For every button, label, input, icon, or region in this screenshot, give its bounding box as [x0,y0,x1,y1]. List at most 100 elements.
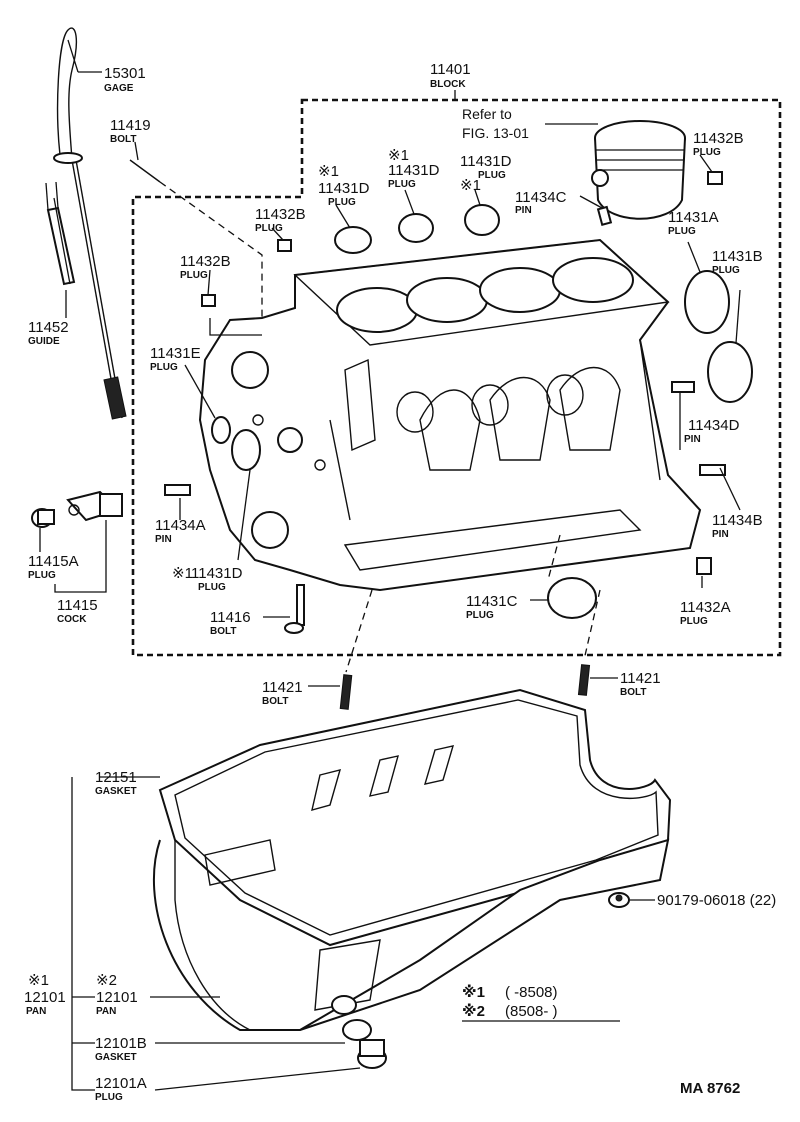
callout-11431d-2: ※1 11431D PLUG [388,147,440,190]
svg-text:BOLT: BOLT [110,134,136,145]
svg-text:※1: ※1 [460,177,481,194]
svg-text:PIN: PIN [155,534,172,545]
callout-11415a: 11415A PLUG [28,553,79,581]
callout-11452: 11452 GUIDE [28,319,69,347]
cylinder-block-icon [198,238,702,592]
svg-text:11432B: 11432B [255,206,306,223]
callout-11432b-middle: 11432B PLUG [255,206,306,234]
callout-11431b: 11431B PLUG [712,248,763,276]
bolt-11416-icon [284,584,305,634]
dipstick-guide-icon [45,181,76,286]
svg-text:12101B: 12101B [95,1035,147,1052]
callout-11431d-4: ※1 11431D PLUG [172,565,243,593]
svg-text:※1: ※1 [28,972,49,989]
cup-plug-11431d-icon [334,204,500,254]
nut-90179-icon [608,892,630,908]
svg-text:11419: 11419 [110,117,151,134]
callout-11431d-1: ※1 11431D PLUG [318,163,370,208]
svg-text:PIN: PIN [712,529,729,540]
oil-pan-icon [152,688,672,1031]
svg-text:PLUG: PLUG [466,610,494,621]
svg-text:PLUG: PLUG [328,197,356,208]
svg-text:PLUG: PLUG [255,223,283,234]
svg-text:BOLT: BOLT [210,626,236,637]
svg-text:GUIDE: GUIDE [28,336,60,347]
svg-text:Refer to: Refer to [462,106,512,122]
svg-text:11401: 11401 [430,61,471,78]
callout-90179: 90179-06018 (22) [657,892,776,909]
svg-text:GASKET: GASKET [95,786,137,797]
svg-text:PLUG: PLUG [693,147,721,158]
svg-text:PLUG: PLUG [712,265,740,276]
pin-11434a-icon [164,484,191,496]
svg-text:COCK: COCK [57,614,87,625]
callout-12101-1: ※1 12101 PAN [24,972,66,1017]
svg-text:GASKET: GASKET [95,1052,137,1063]
svg-text:11431A: 11431A [668,209,719,226]
callout-11421-right: 11421 BOLT [620,670,661,698]
plug-11432a-icon [696,557,712,575]
callout-12151: 12151 GASKET [95,769,137,797]
svg-text:12151: 12151 [95,769,137,786]
svg-text:BOLT: BOLT [262,696,288,707]
svg-text:15301: 15301 [104,65,146,82]
svg-text:※2: ※2 [96,972,117,989]
svg-text:11431D: 11431D [191,565,243,582]
svg-text:BLOCK: BLOCK [430,79,466,90]
callout-11434c: 11434C PIN [515,189,567,216]
legend-mark-2: ※2 [462,1002,485,1020]
svg-text:11431B: 11431B [712,248,763,265]
svg-text:PLUG: PLUG [95,1092,123,1103]
dipstick-gage-icon [53,27,127,420]
figure-code: MA 8762 [680,1080,740,1097]
svg-text:11416: 11416 [210,609,251,626]
svg-text:12101: 12101 [24,989,66,1006]
svg-text:11431E: 11431E [150,345,201,362]
svg-text:11432B: 11432B [693,130,744,147]
callout-11416: 11416 BOLT [210,609,251,637]
leader-lines [39,39,741,1091]
drain-plug-11415a-icon [31,508,55,528]
legend-text-1: ( -8508) [505,984,558,1001]
cup-plug-11431e-icon [211,416,231,444]
svg-text:PAN: PAN [26,1006,46,1017]
svg-text:PLUG: PLUG [150,362,178,373]
svg-text:PLUG: PLUG [180,270,208,281]
callout-11415: 11415 COCK [57,597,98,625]
legend: ※1 ( -8508) ※2 (8508- ) [462,983,558,1020]
callout-11434a: 11434A PIN [155,517,206,545]
svg-text:11415A: 11415A [28,553,79,570]
svg-text:FIG. 13-01: FIG. 13-01 [462,125,529,141]
svg-text:PLUG: PLUG [478,170,506,181]
callout-11434d: 11434D PIN [684,417,740,445]
callout-11431e: 11431E PLUG [150,345,201,373]
svg-text:12101: 12101 [96,989,138,1006]
svg-text:PLUG: PLUG [668,226,696,237]
callout-11401: 11401 BLOCK [430,61,471,90]
svg-text:PIN: PIN [515,205,532,216]
callout-11431a: 11431A PLUG [668,209,719,237]
svg-text:11421: 11421 [620,670,661,687]
svg-text:PIN: PIN [684,434,701,445]
bolt-11419-icon [129,159,263,320]
cup-plug-11431a-icon [684,270,730,334]
cup-plug-11431b-icon [707,341,753,403]
svg-text:11431D: 11431D [388,162,440,179]
svg-text:11434B: 11434B [712,512,763,529]
svg-text:11432A: 11432A [680,599,731,616]
drain-gasket-12101b-icon [342,1019,372,1041]
svg-text:11431D: 11431D [460,153,512,170]
callout-11434b: 11434B PIN [712,512,763,540]
svg-text:※1: ※1 [388,147,409,164]
svg-text:※1: ※1 [172,565,193,582]
legend-mark-1: ※1 [462,983,485,1001]
svg-text:11434C: 11434C [515,189,567,206]
svg-text:PLUG: PLUG [680,616,708,627]
svg-text:11434A: 11434A [155,517,206,534]
svg-text:11431C: 11431C [466,593,518,610]
callout-11431c: 11431C PLUG [466,593,518,621]
svg-text:PAN: PAN [96,1006,116,1017]
svg-text:BOLT: BOLT [620,687,646,698]
callout-11421-left: 11421 BOLT [262,679,303,707]
